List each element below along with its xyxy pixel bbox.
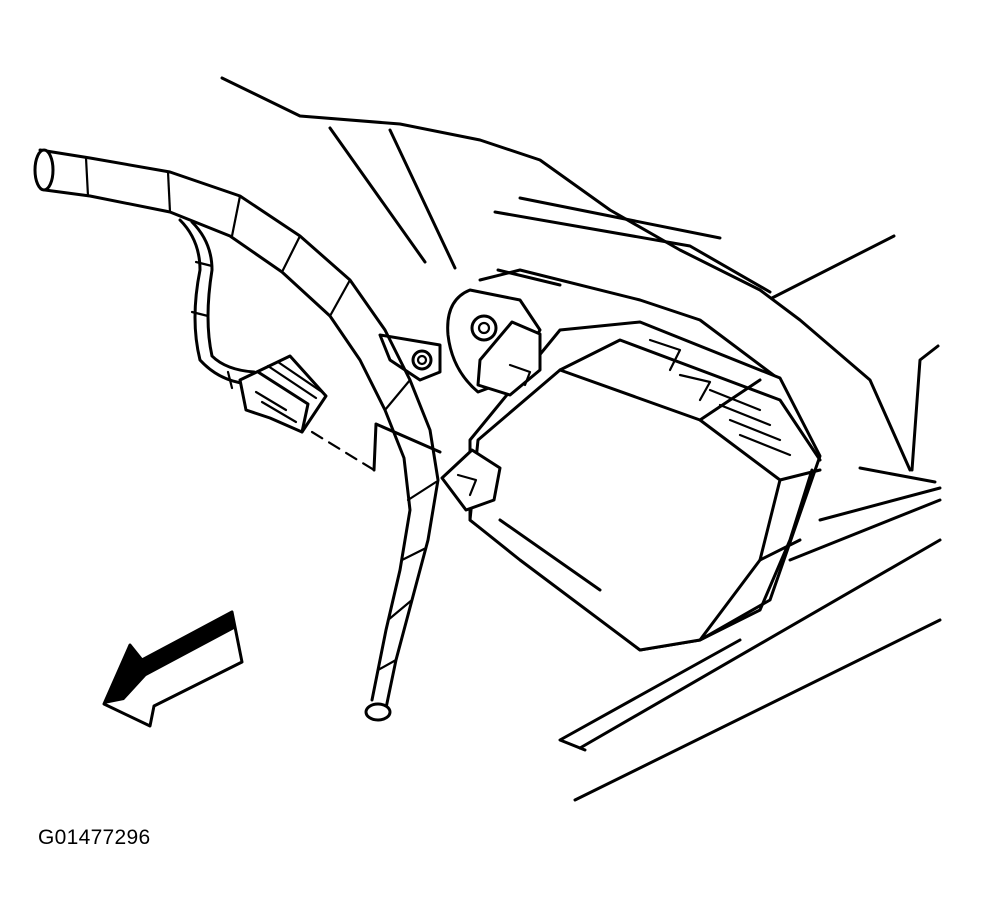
harness-end-bottom-icon xyxy=(364,702,392,722)
pigtail-lead xyxy=(178,218,256,390)
dash-panel xyxy=(220,76,942,802)
front-direction-arrow-icon xyxy=(102,610,244,728)
side-bracket xyxy=(378,333,442,382)
mount-bolt-icon xyxy=(470,314,498,342)
harness-connector xyxy=(238,354,328,434)
alignment-guide xyxy=(310,422,442,472)
harness-end-top-icon xyxy=(33,148,55,192)
figure-id-label: G01477296 xyxy=(38,826,151,849)
bracket-bolt-icon xyxy=(411,349,433,371)
wiring-harness xyxy=(33,148,440,722)
restraint-module xyxy=(440,320,822,652)
